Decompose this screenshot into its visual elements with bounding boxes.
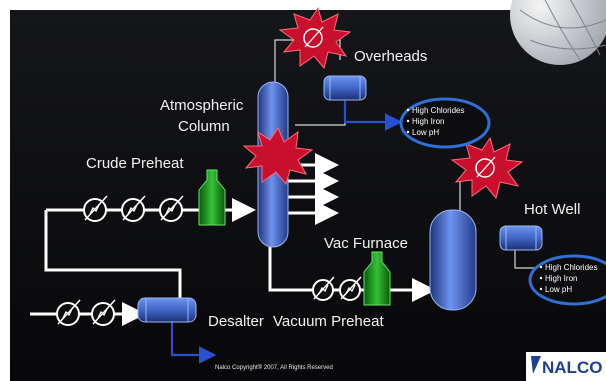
crude-preheat-label: Crude Preheat	[86, 155, 184, 172]
callout-item: High Iron	[545, 274, 577, 283]
corrosion-burst-icon	[278, 6, 352, 70]
callout-item: Low pH	[545, 285, 572, 294]
callout-item: High Iron	[412, 117, 444, 126]
nalco-logo: NALCO	[526, 352, 606, 381]
hot-well-drum	[499, 225, 543, 251]
corrosion-burst-icon	[242, 126, 314, 186]
overheads-label: Overheads	[354, 48, 427, 65]
vacuum-column-vessel	[429, 209, 477, 311]
vac-furnace	[363, 251, 391, 306]
overheads-drum	[323, 75, 367, 101]
globe-graphic	[510, 0, 606, 65]
vacuum-preheat-label: Vacuum Preheat	[273, 313, 384, 330]
atmospheric-label-line2: Column	[178, 118, 230, 135]
crude-furnace	[198, 169, 226, 226]
desalter-drum	[137, 297, 197, 323]
copyright-text: Nalco Copyright® 2007, All Rights Reserv…	[215, 364, 333, 371]
atmospheric-label-line1: Atmospheric	[160, 97, 244, 114]
desalter-label: Desalter	[208, 313, 264, 330]
vac-furnace-label: Vac Furnace	[324, 235, 408, 252]
hot-well-callout: High Chlorides High Iron Low pH	[528, 254, 606, 306]
corrosion-burst-icon	[450, 136, 524, 200]
hot-well-label: Hot Well	[524, 201, 580, 218]
drain-lines	[170, 100, 403, 364]
overheads-callout: High Chlorides High Iron Low pH	[399, 97, 491, 149]
callout-item: High Chlorides	[412, 106, 464, 115]
callout-item: High Chlorides	[545, 263, 597, 272]
brand-text: NALCO	[542, 358, 602, 377]
heat-exchangers	[56, 195, 362, 326]
callout-item: Low pH	[412, 128, 439, 137]
